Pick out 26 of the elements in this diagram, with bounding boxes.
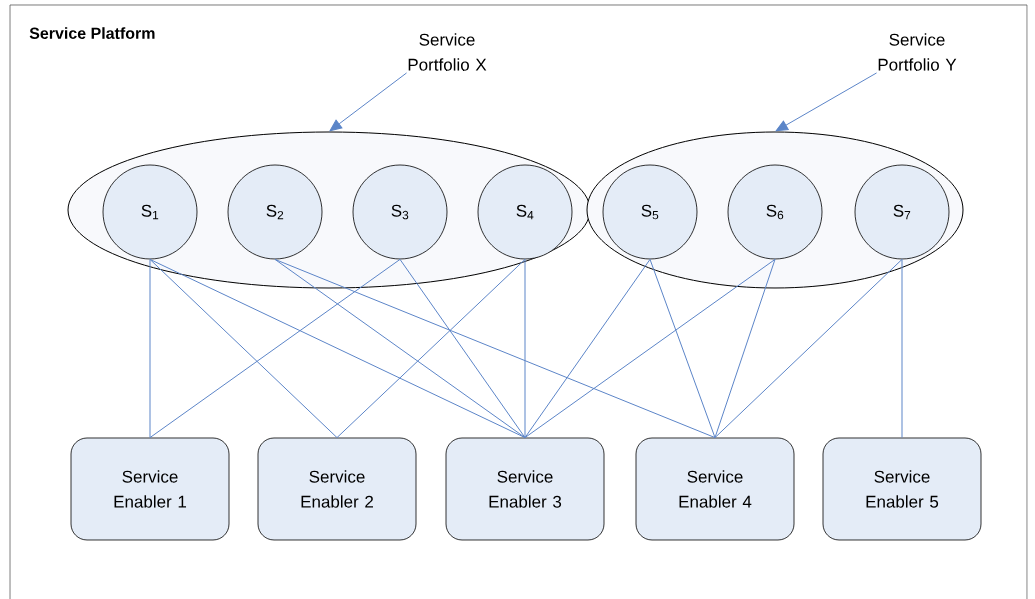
link-line xyxy=(649,258,716,439)
enabler-box: Service Enabler 4 xyxy=(635,437,795,541)
enabler-box: Service Enabler 1 xyxy=(70,437,230,541)
link-line xyxy=(901,258,903,439)
frame-title: Service Platform xyxy=(29,27,155,39)
link-line xyxy=(274,258,526,439)
link-line xyxy=(149,258,338,439)
platform-frame xyxy=(9,4,1028,599)
portfolio-label: Service Portfolio X xyxy=(408,33,487,71)
enabler-box: Service Enabler 2 xyxy=(257,437,417,541)
link-line xyxy=(336,258,526,439)
link-line xyxy=(714,258,776,439)
link-line xyxy=(714,258,903,439)
pointer-arrow xyxy=(329,72,408,132)
link-line xyxy=(524,258,651,439)
enabler-box: Service Enabler 3 xyxy=(445,437,605,541)
portfolio-label: Service Portfolio Y xyxy=(878,33,957,71)
link-line xyxy=(524,258,526,439)
link-line xyxy=(399,258,526,439)
link-line xyxy=(149,258,526,439)
link-line xyxy=(524,258,776,439)
link-line xyxy=(149,258,401,439)
link-line xyxy=(149,258,151,439)
pointer-arrow xyxy=(775,72,878,132)
link-line xyxy=(274,258,716,439)
enabler-box: Service Enabler 5 xyxy=(822,437,982,541)
